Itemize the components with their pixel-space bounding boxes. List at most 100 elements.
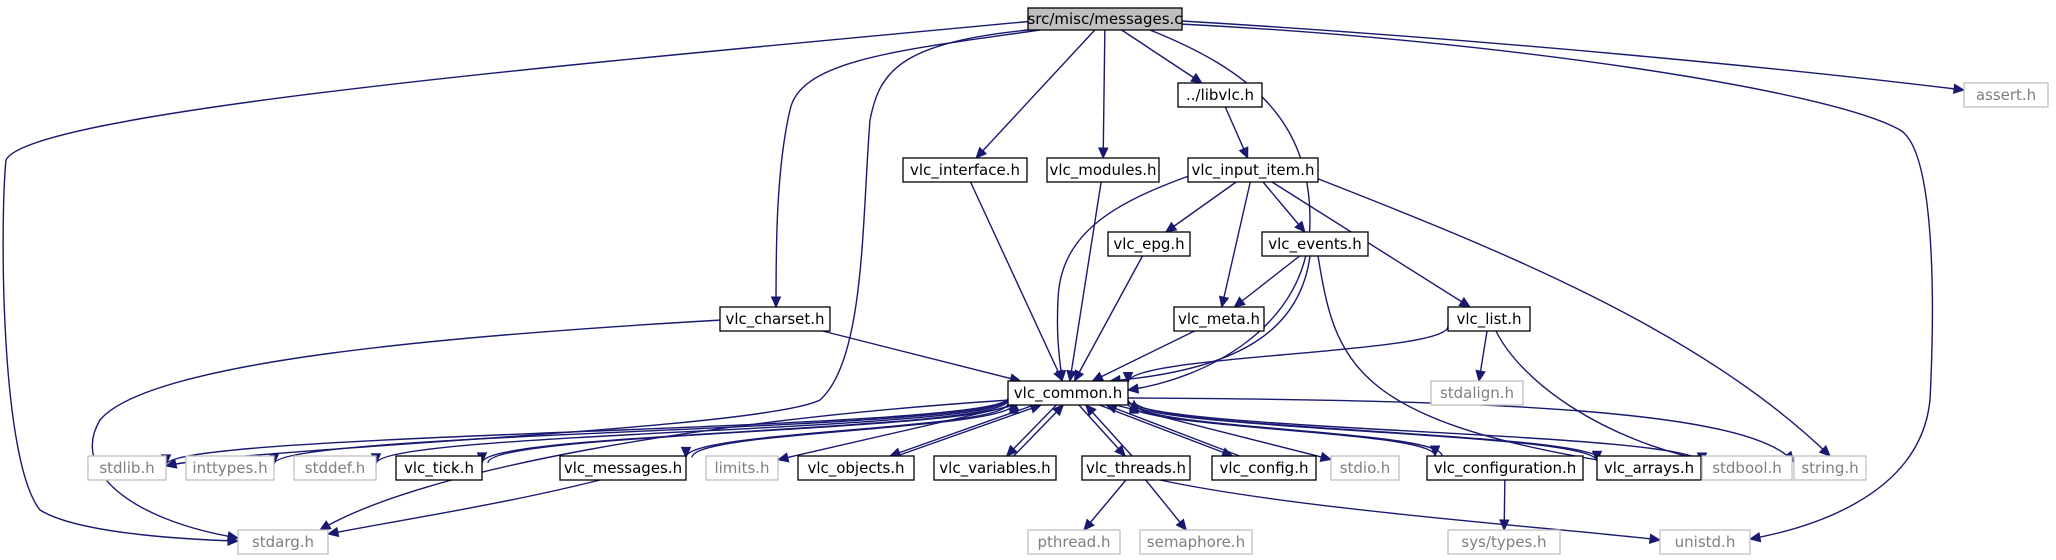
node-vlc-config-h[interactable]: vlc_config.h [1211,455,1317,481]
node-box[interactable] [1426,455,1584,481]
edge-messages-c-to-vlc-common-h-arrowhead [1126,383,1140,394]
edge-vlc-threads-h-to-vlc-common-h-arrowhead [1085,404,1097,417]
node-vlc-epg-h[interactable]: vlc_epg.h [1107,231,1191,257]
edge-vlc-arrays-h-to-vlc-common-h [1133,400,1604,462]
node-box[interactable] [797,455,915,481]
node-box[interactable] [1007,380,1129,406]
node-label: vlc_messages.h [564,459,682,478]
node-box[interactable] [395,455,483,481]
node-limits-h: limits.h [705,455,779,481]
node-vlc-threads-h[interactable]: vlc_threads.h [1081,455,1191,481]
edge-messages-c-to-unistd-h [1179,23,1934,540]
node-box[interactable] [1261,231,1369,257]
node-label: sys/types.h [1461,533,1546,551]
edge-messages-c-to-libvlc-h-arrowhead [1190,72,1203,84]
node-box [1027,7,1183,31]
node-vlc-tick-h[interactable]: vlc_tick.h [395,455,483,481]
node-unistd-h: unistd.h [1659,529,1751,555]
edge-vlc-messages-h-to-vlc-common-h-arrowhead [1008,402,1020,414]
node-vlc-interface-h[interactable]: vlc_interface.h [902,157,1028,183]
edge-vlc-input-item-h-to-string-h-arrowhead [1818,444,1831,457]
node-vlc-modules-h[interactable]: vlc_modules.h [1046,157,1160,183]
edge-vlc-common-h-to-vlc-config-h [1099,404,1233,457]
edge-vlc-arrays-h-to-vlc-common-h-arrowhead [1128,399,1140,412]
node-libvlc-h[interactable]: ../libvlc.h [1177,82,1263,108]
node-box [1430,380,1524,406]
node-vlc-input-item-h[interactable]: vlc_input_item.h [1187,157,1319,183]
node-box [1701,455,1793,481]
edge-vlc-input-item-h-to-vlc-epg-h-arrowhead [1164,221,1178,233]
edge-messages-c-to-vlc-modules-h [1102,29,1106,159]
graph-edges [2,20,1966,546]
node-label: unistd.h [1675,533,1736,551]
edge-messages-c-to-libvlc-h [1121,29,1203,84]
node-box[interactable] [902,157,1028,183]
node-box[interactable] [933,455,1057,481]
edge-vlc-common-h-to-vlc-variables-h [1006,404,1057,457]
edge-messages-c-to-assert-h [1181,20,1965,91]
node-box[interactable] [1173,306,1265,332]
edge-messages-c-to-vlc-modules-h-arrowhead [1098,147,1109,160]
edge-vlc-charset-h-to-vlc-common-h [822,330,1021,382]
edge-vlc-common-h-to-string-h [1127,397,1795,463]
edge-vlc-messages-h-to-vlc-common-h [691,402,1015,458]
node-label: vlc_configuration.h [1434,459,1577,478]
node-box[interactable] [1046,157,1160,183]
node-stdlib-h: stdlib.h [87,455,167,481]
node-box[interactable] [1447,306,1531,332]
edge-vlc-common-h-to-vlc-threads-h [1078,404,1126,457]
node-vlc-list-h[interactable]: vlc_list.h [1447,306,1531,332]
node-label: stddef.h [305,459,365,477]
edge-messages-c-to-stdlib-h-arrowhead [164,458,178,469]
node-box [1793,455,1867,481]
node-vlc-charset-h[interactable]: vlc_charset.h [719,306,831,332]
node-label: ../libvlc.h [1186,86,1254,104]
edge-vlc-charset-h-to-stdarg-h [91,319,723,539]
node-label: vlc_input_item.h [1191,161,1314,180]
node-vlc-variables-h[interactable]: vlc_variables.h [933,455,1057,481]
node-vlc-configuration-h[interactable]: vlc_configuration.h [1426,455,1584,481]
node-stdalign-h: stdalign.h [1430,380,1524,406]
node-vlc-arrays-h[interactable]: vlc_arrays.h [1596,455,1702,481]
node-box[interactable] [1187,157,1319,183]
edge-vlc-common-h-to-vlc-messages-h-arrowhead [680,446,692,459]
edge-vlc-list-h-to-vlc-common-h [1127,325,1449,383]
edge-vlc-input-item-h-to-vlc-common-h-arrowhead [1055,370,1067,383]
node-box [87,455,167,481]
node-box[interactable] [1211,455,1317,481]
node-label: stdbool.h [1712,459,1782,477]
node-label: stdarg.h [252,533,314,551]
node-box[interactable] [559,455,687,481]
node-messages-c: src/misc/messages.c [1027,7,1183,31]
node-box[interactable] [1107,231,1191,257]
node-stdio-h: stdio.h [1330,455,1400,481]
node-vlc-meta-h[interactable]: vlc_meta.h [1173,306,1265,332]
edge-vlc-events-h-to-vlc-meta-h-arrowhead [1233,296,1246,308]
node-vlc-objects-h[interactable]: vlc_objects.h [797,455,915,481]
node-box[interactable] [1596,455,1702,481]
edge-vlc-common-h-to-inttypes-h [273,397,1009,465]
node-vlc-events-h[interactable]: vlc_events.h [1261,231,1369,257]
node-vlc-common-h[interactable]: vlc_common.h [1007,380,1129,406]
edge-messages-c-to-stdarg-h [2,20,1035,542]
node-label: stdio.h [1340,459,1391,477]
node-label: src/misc/messages.c [1027,10,1182,28]
edge-messages-c-to-vlc-charset-h [775,29,1041,308]
node-box [237,529,329,555]
node-box[interactable] [1177,82,1263,108]
node-box[interactable] [1081,455,1191,481]
node-stddef-h: stddef.h [293,455,377,481]
node-label: stdlib.h [99,459,154,477]
node-stdbool-h: stdbool.h [1701,455,1793,481]
node-sys-types-h: sys/types.h [1447,529,1561,555]
node-box[interactable] [719,306,831,332]
node-box [705,455,779,481]
edge-vlc-input-item-h-to-vlc-events-h [1262,181,1306,233]
edge-messages-c-to-vlc-common-h [1127,29,1311,391]
node-label: vlc_arrays.h [1604,459,1694,478]
edge-vlc-interface-h-to-vlc-common-h [969,181,1064,382]
node-string-h: string.h [1793,455,1867,481]
node-vlc-messages-h[interactable]: vlc_messages.h [559,455,687,481]
edge-vlc-configuration-h-to-sys-types-h-arrowhead [1499,519,1510,532]
